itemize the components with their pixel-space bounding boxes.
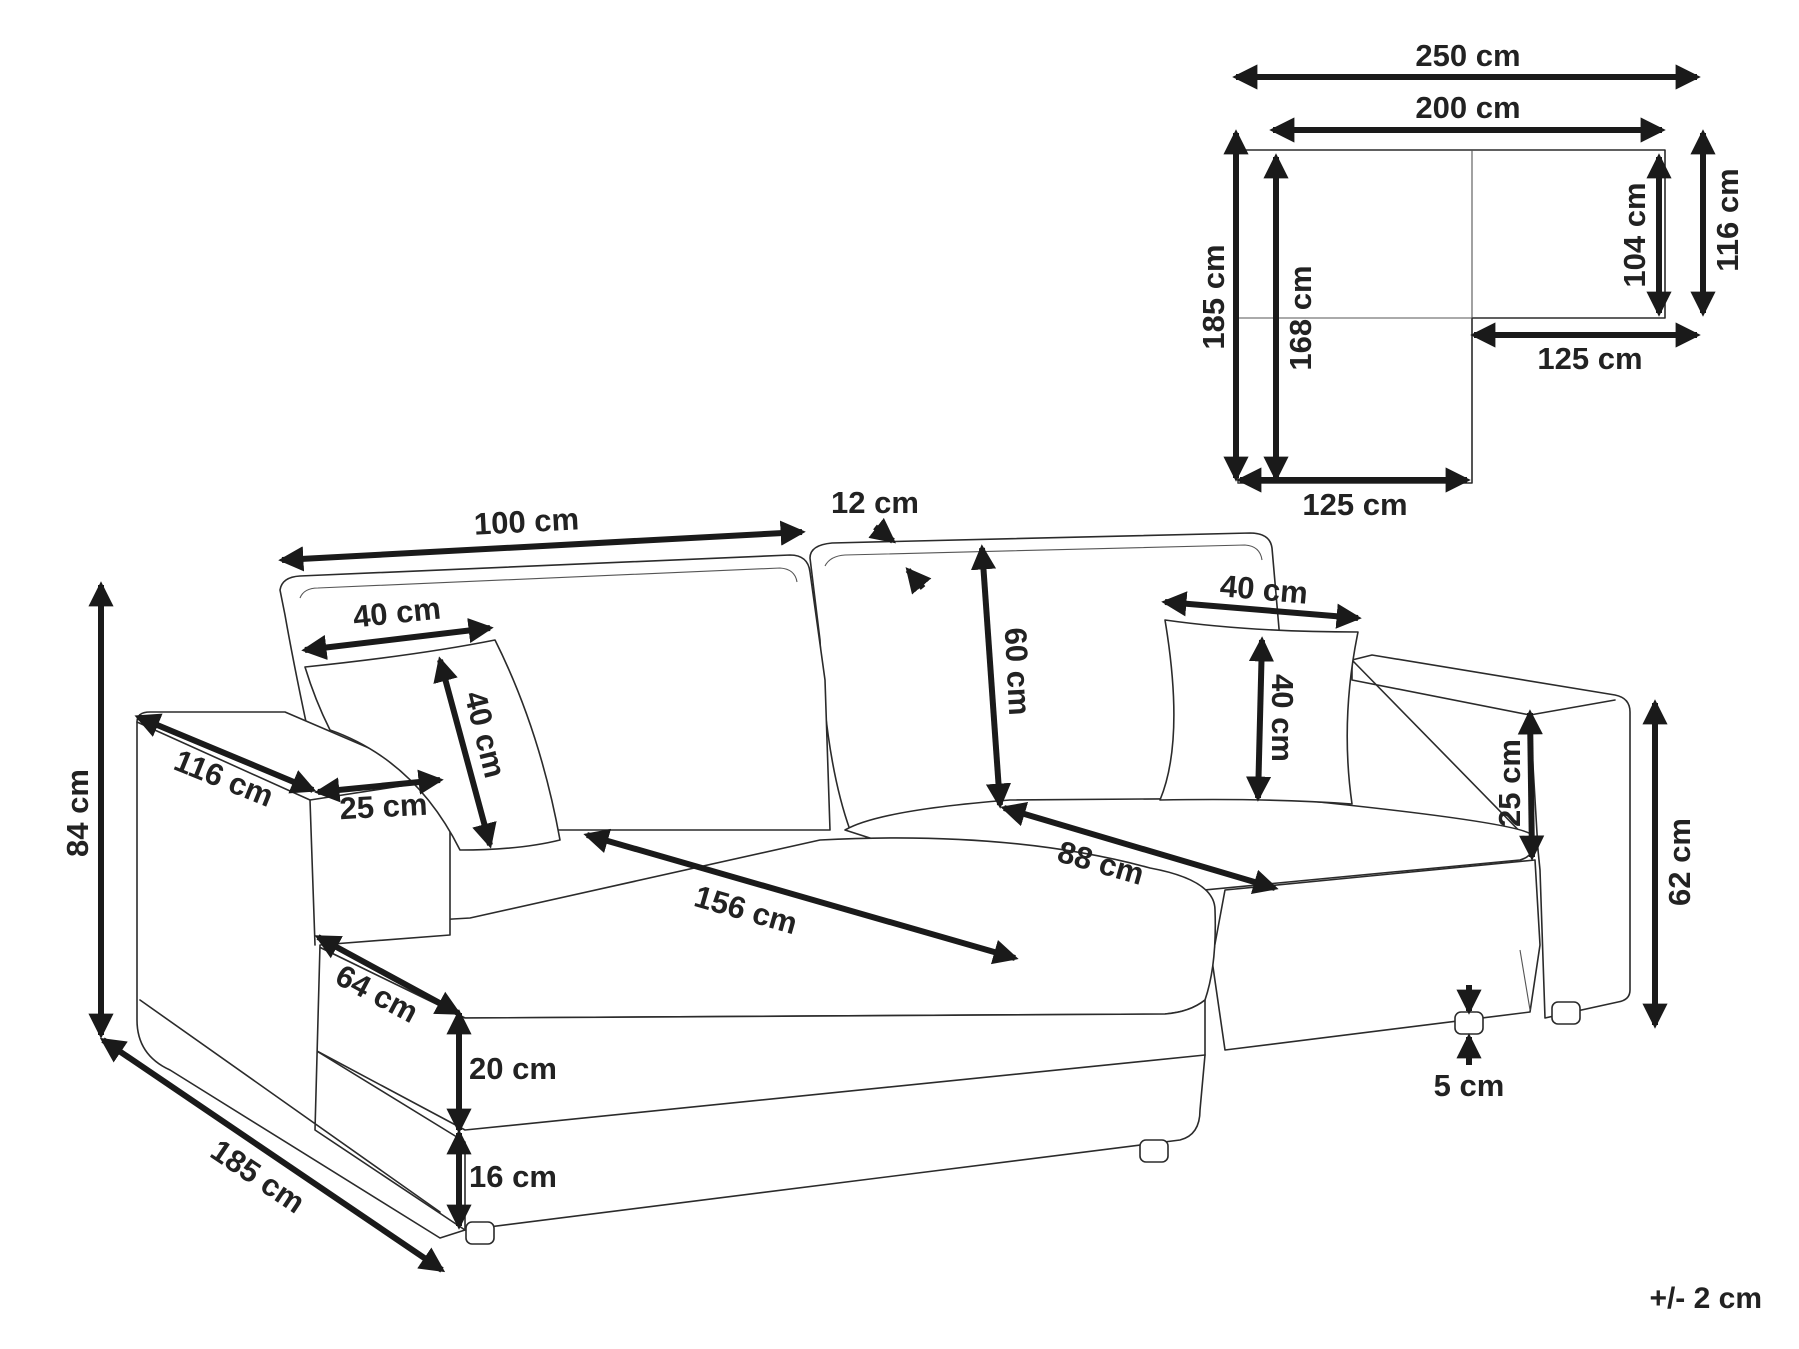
dim-arrow-total-depth [99, 1037, 446, 1273]
dim-arrow-chaise-width [314, 934, 462, 1016]
label-main-overall-depth: 116 cm [1710, 168, 1745, 271]
right-armrest [1351, 654, 1631, 1019]
tolerance-note: +/- 2 cm [1649, 1282, 1762, 1315]
label-seat-height-base: 16 cm [469, 1159, 557, 1194]
label-leg-height: 5 cm [1434, 1068, 1505, 1103]
leg-3 [1454, 1011, 1484, 1035]
dim-arrow-armrest-above-seat [1517, 709, 1545, 861]
label-back-width: 100 cm [473, 501, 580, 541]
label-main-section-length: 125 cm [1537, 341, 1642, 376]
sofa-drawing [136, 532, 1631, 1245]
leg-1 [465, 1221, 495, 1245]
dim-arrow-12-a [868, 517, 896, 544]
label-right-pillow-height: 40 cm [1265, 674, 1300, 762]
label-back-cushion-height: 60 cm [998, 627, 1038, 717]
chaise-base [314, 944, 1206, 1231]
label-chaise-section-length: 125 cm [1302, 487, 1407, 522]
dim-arrow-right-pillow-width [1161, 591, 1362, 629]
dim-arrow-seat-depth [1000, 801, 1279, 895]
dim-arrow-armrest-length [134, 713, 317, 794]
dim-arrow-right-pillow-height [1245, 636, 1275, 802]
label-armrest-width: 25 cm [339, 787, 429, 827]
label-main-inner-depth: 104 cm [1617, 182, 1652, 287]
label-back-top-thickness: 12 cm [831, 485, 919, 520]
dim-arrow-12-b [905, 567, 932, 595]
label-arm-height: 62 cm [1662, 818, 1697, 906]
label-total-height: 84 cm [60, 769, 95, 857]
leg-4 [1551, 1001, 1581, 1025]
dimension-arrows [88, 64, 1716, 1273]
dim-arrow-chaise-depth [583, 828, 1019, 965]
label-right-pillow-width: 40 cm [1219, 568, 1310, 611]
dim-arrow-armrest-width [314, 769, 444, 803]
label-inner-depth: 168 cm [1283, 265, 1318, 370]
main-seat-base [1211, 859, 1541, 1051]
label-armrest-above-seat: 25 cm [1492, 739, 1527, 827]
dim-arrow-back-cushion [970, 544, 1012, 809]
leg-2 [1139, 1139, 1169, 1163]
dim-arrow-left-pillow-width [301, 618, 494, 660]
dim-arrow-back-width [278, 520, 806, 572]
label-cushion-thickness: 20 cm [469, 1051, 557, 1086]
label-inner-width: 200 cm [1415, 90, 1520, 125]
dim-arrow-left-pillow-height [433, 656, 497, 849]
label-overall-width: 250 cm [1415, 38, 1520, 73]
label-overall-depth: 185 cm [1196, 244, 1231, 349]
